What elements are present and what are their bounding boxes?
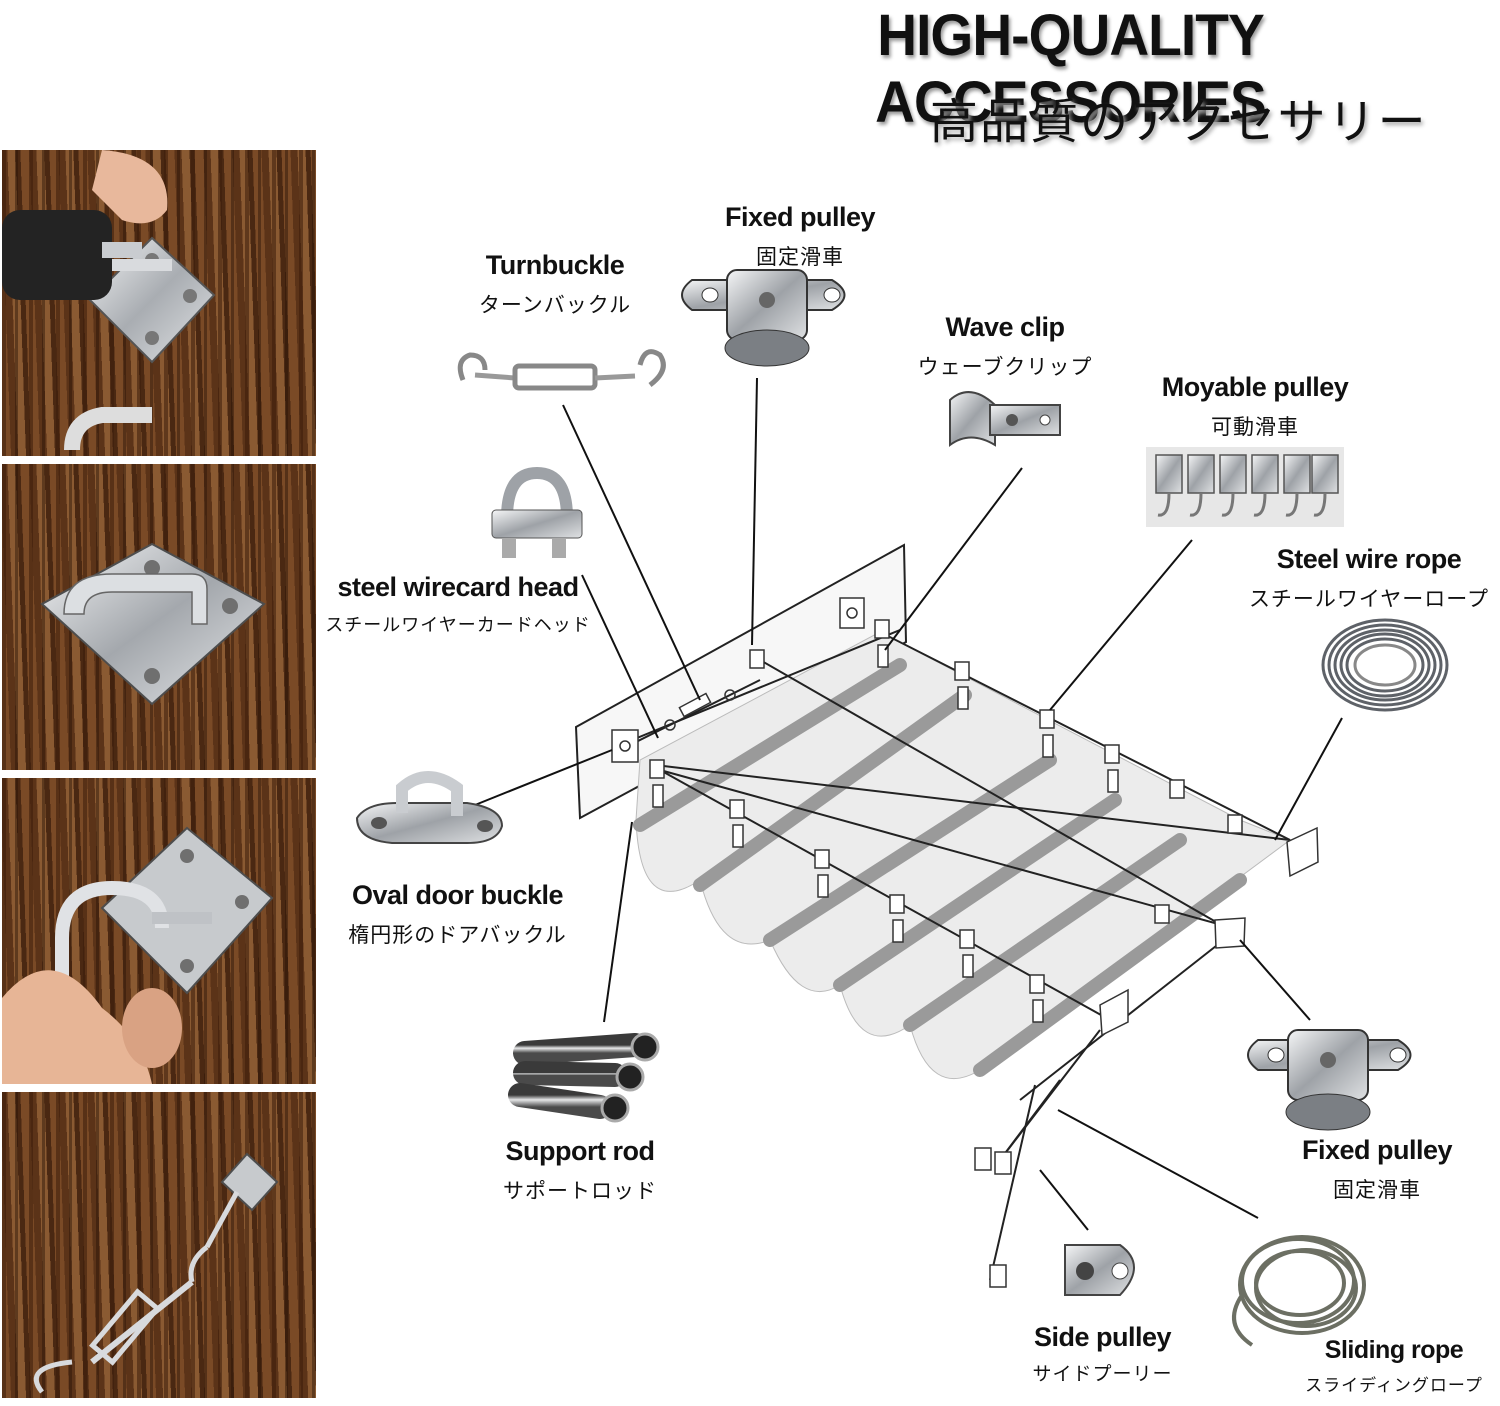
photo-eye-plate	[2, 464, 316, 770]
fixed-pulley-top-icon	[681, 269, 846, 367]
label-fixed-pulley-top-en: Fixed pulley	[724, 202, 876, 232]
label-fixed-pulley-bottom-en: Fixed pulley	[1301, 1135, 1453, 1165]
label-turnbuckle: Turnbuckle ターンバックル	[440, 250, 670, 319]
turnbuckle-eye-plate-icon	[33, 1152, 279, 1394]
label-wave-clip-en: Wave clip	[945, 312, 1065, 342]
label-sliding-rope: Sliding rope スライディングロープ	[1290, 1336, 1498, 1396]
label-side-pulley: Side pulley サイドプーリー	[1010, 1322, 1195, 1386]
canopy	[635, 631, 1292, 1080]
leader-lines	[474, 377, 1343, 1231]
turnbuckle-icon	[457, 349, 666, 391]
steel-wire-rope-icon	[1321, 618, 1449, 712]
sliding-rope-icon	[1232, 1235, 1366, 1347]
label-wirecard-head-jp: スチールワイヤーカードヘッド	[325, 615, 591, 636]
label-fixed-pulley-top: Fixed pulley 固定滑車	[700, 202, 900, 271]
label-oval-door-buckle-en: Oval door buckle	[351, 880, 564, 910]
page-title-jp: 高品質のアクセサリー	[930, 94, 1428, 150]
carabiner-eye-plate-icon	[2, 826, 274, 1084]
wirecard-head-icon	[491, 466, 583, 558]
label-movable-pulley-en: Moyable pulley	[1161, 372, 1349, 402]
label-side-pulley-en: Side pulley	[1033, 1322, 1172, 1352]
label-fixed-pulley-bottom: Fixed pulley 固定滑車	[1288, 1135, 1466, 1204]
label-wirecard-head: steel wirecard head スチールワイヤーカードヘッド	[316, 572, 600, 637]
photo-turnbuckle-eye-plate	[2, 1092, 316, 1398]
canopy-rods	[633, 658, 1247, 1077]
label-steel-wire-rope-en: Steel wire rope	[1276, 544, 1462, 574]
diagram-turnbuckle	[664, 689, 736, 731]
label-support-rod: Support rod サポートロッド	[470, 1136, 690, 1205]
label-support-rod-en: Support rod	[505, 1136, 655, 1166]
label-oval-door-buckle-jp: 楕円形のドアバックル	[348, 923, 567, 947]
label-steel-wire-rope-jp: スチールワイヤーロープ	[1248, 587, 1490, 611]
drill-eye-plate-icon	[2, 150, 216, 451]
label-support-rod-jp: サポートロッド	[503, 1179, 657, 1203]
fixed-pulley-bottom-icon	[1247, 1029, 1412, 1131]
photo-carabiner-eye-plate	[2, 778, 316, 1084]
page-title: HIGH-QUALITY ACCESSORIES	[875, 3, 1267, 135]
label-movable-pulley: Moyable pulley 可動滑車	[1150, 372, 1360, 441]
wave-clips	[649, 619, 1243, 1023]
label-turnbuckle-en: Turnbuckle	[485, 250, 625, 280]
label-turnbuckle-jp: ターンバックル	[478, 293, 632, 317]
label-movable-pulley-jp: 可動滑車	[1211, 415, 1299, 439]
label-wirecard-head-en: steel wirecard head	[337, 572, 579, 602]
label-oval-door-buckle: Oval door buckle 楕円形のドアバックル	[325, 880, 590, 949]
oval-door-buckle-icon	[355, 771, 504, 844]
label-sliding-rope-en: Sliding rope	[1324, 1336, 1464, 1364]
photo-drill-eye-plate	[2, 150, 316, 456]
movable-pulley-icon	[1146, 447, 1344, 527]
label-sliding-rope-jp: スライディングロープ	[1305, 1376, 1483, 1396]
label-fixed-pulley-bottom-jp: 固定滑車	[1333, 1178, 1421, 1202]
label-side-pulley-jp: サイドプーリー	[1032, 1363, 1173, 1385]
wave-clip-icon	[949, 391, 1061, 447]
mount-plates	[611, 597, 1319, 1288]
support-rod-icon	[508, 1032, 660, 1123]
label-wave-clip: Wave clip ウェーブクリップ	[895, 312, 1115, 381]
side-pulley-icon	[1064, 1244, 1135, 1296]
eye-plate-icon	[40, 542, 266, 706]
label-steel-wire-rope: Steel wire rope スチールワイヤーロープ	[1240, 544, 1498, 613]
label-fixed-pulley-top-jp: 固定滑車	[756, 245, 844, 269]
label-wave-clip-jp: ウェーブクリップ	[917, 355, 1093, 379]
